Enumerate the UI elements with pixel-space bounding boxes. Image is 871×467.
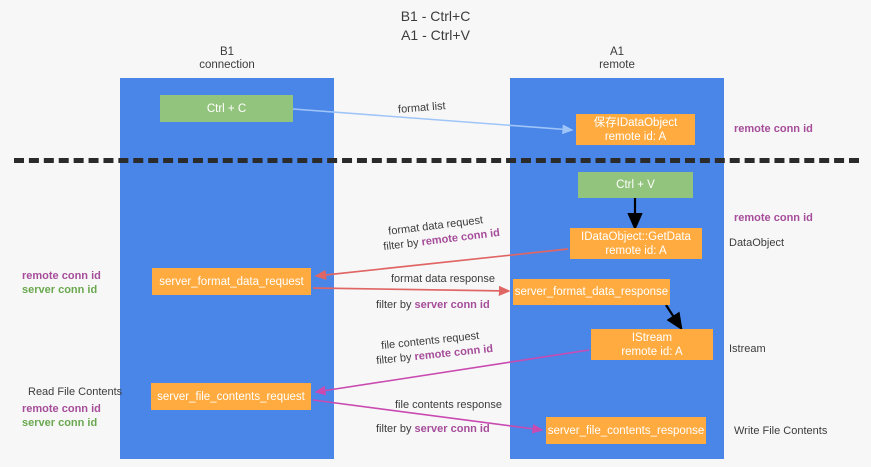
annotation-dataobject: DataObject xyxy=(729,237,785,249)
annotation-left-server-conn-id-2: server conn id xyxy=(22,417,98,429)
edge-filter-format-data-response: filter by server conn id xyxy=(376,298,490,313)
node-server-format-data-request-label: server_format_data_request xyxy=(159,275,304,288)
lane-header-a1: A1 remote xyxy=(510,46,724,72)
edge-label-format-list-text: format list xyxy=(397,100,447,116)
node-server-format-data-request[interactable]: server_format_data_request xyxy=(152,268,311,295)
edge-label-format-data-response: format data response xyxy=(391,272,495,287)
node-server-file-contents-response[interactable]: server_file_contents_response xyxy=(546,417,706,444)
edge-format-data-response xyxy=(312,285,511,296)
node-idataobject[interactable]: 保存IDataObject remote id: A xyxy=(576,114,695,145)
node-server-format-data-response-label: server_format_data_response xyxy=(514,286,669,298)
edge-filter-key-2: server conn id xyxy=(414,299,490,311)
lane-header-a1-name: A1 xyxy=(609,46,625,58)
node-ctrl-c-label: Ctrl + C xyxy=(206,102,247,115)
diagram-title-line2: A1 - Ctrl+V xyxy=(401,27,470,43)
edge-filter-file-contents-response: filter by server conn id xyxy=(376,422,490,437)
node-istream-label: IStream xyxy=(631,331,673,344)
node-ctrl-c[interactable]: Ctrl + C xyxy=(160,95,293,122)
edge-filter-key-4: server conn id xyxy=(414,423,490,435)
node-idataobject-getdata[interactable]: IDataObject::GetData remote id: A xyxy=(570,228,702,259)
lane-header-a1-role: remote xyxy=(599,59,635,71)
edge-filter-prefix-2: filter by xyxy=(376,299,415,311)
annotation-left-remote-conn-id-1: remote conn id xyxy=(22,270,101,282)
node-server-file-contents-response-label: server_file_contents_response xyxy=(547,424,705,437)
lane-header-b1-role: connection xyxy=(199,59,255,71)
node-server-format-data-response[interactable]: server_format_data_response xyxy=(513,279,670,305)
annotation-left-remote-conn-id-2: remote conn id xyxy=(22,403,101,415)
annotation-write-file-contents: Write File Contents xyxy=(734,425,828,437)
annotation-istream: Istream xyxy=(729,343,766,355)
lane-header-b1: B1 connection xyxy=(120,46,334,72)
annotation-left-conn-ids-bottom: remote conn id server conn id xyxy=(22,402,101,430)
diagram-title: B1 - Ctrl+C A1 - Ctrl+V xyxy=(0,7,871,45)
node-server-file-contents-request-label: server_file_contents_request xyxy=(157,390,305,403)
node-getdata-label: IDataObject::GetData xyxy=(581,230,691,243)
annotation-remote-conn-id-mid: remote conn id xyxy=(734,212,813,224)
edge-filter-prefix-1: filter by xyxy=(382,236,423,254)
node-idataobject-sub: remote id: A xyxy=(604,130,667,143)
annotation-remote-conn-id-top: remote conn id xyxy=(734,123,813,135)
edge-filter-prefix-3: filter by xyxy=(375,351,416,368)
node-idataobject-label: 保存IDataObject xyxy=(593,116,678,129)
node-ctrl-v[interactable]: Ctrl + V xyxy=(578,172,693,198)
node-ctrl-v-label: Ctrl + V xyxy=(616,179,655,191)
node-istream[interactable]: IStream remote id: A xyxy=(591,329,713,360)
node-getdata-sub: remote id: A xyxy=(605,244,667,257)
annotation-left-server-conn-id-1: server conn id xyxy=(22,284,98,296)
phase-divider xyxy=(14,158,859,163)
edge-label-file-contents-response: file contents response xyxy=(395,398,502,413)
edge-label-format-list: format list xyxy=(397,99,446,118)
annotation-left-conn-ids-top: remote conn id server conn id xyxy=(22,269,101,297)
diagram-title-line1: B1 - Ctrl+C xyxy=(400,8,471,24)
edge-label-format-data-response-text: format data response xyxy=(391,273,495,285)
node-server-file-contents-request[interactable]: server_file_contents_request xyxy=(151,383,311,410)
edge-filter-prefix-4: filter by xyxy=(376,423,415,435)
lane-header-b1-name: B1 xyxy=(219,46,235,58)
node-istream-sub: remote id: A xyxy=(621,345,683,358)
edge-label-file-contents-response-text: file contents response xyxy=(395,399,503,411)
annotation-read-file-contents: Read File Contents xyxy=(28,386,123,398)
